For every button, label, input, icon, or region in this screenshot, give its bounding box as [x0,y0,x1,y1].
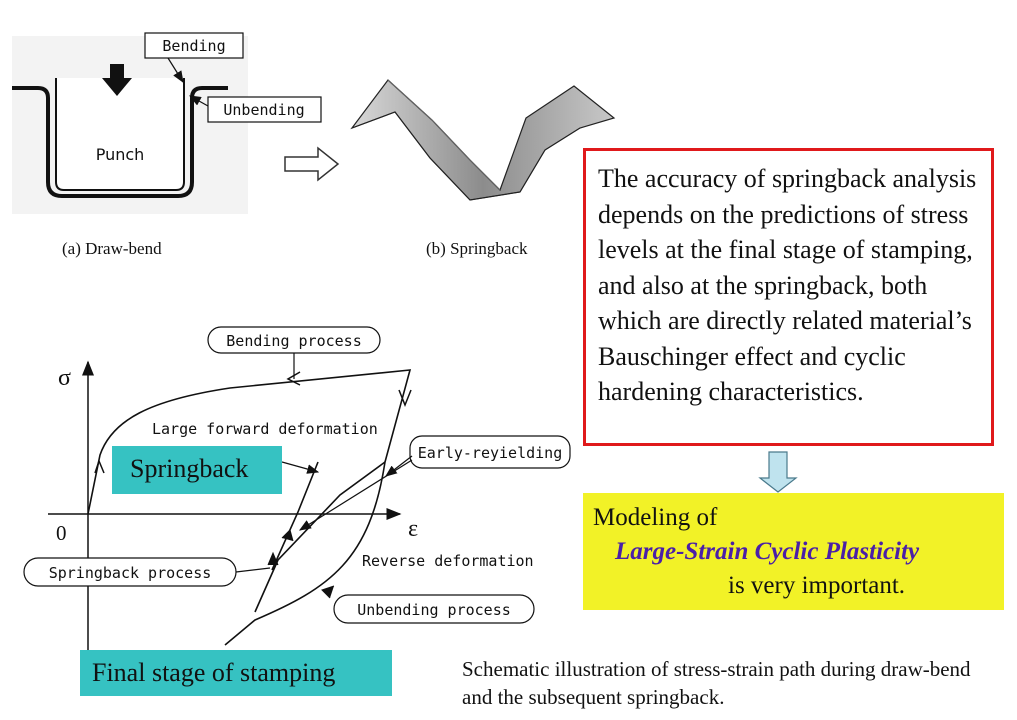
early-reyielding-callout [409,435,571,469]
punch-arrow-stem [110,64,124,80]
springback-highlight-arrow [281,461,320,474]
springback-process-leader [235,567,271,573]
unbending-callout-box [207,96,322,123]
springback-accuracy-note: The accuracy of springback analysis depe… [583,148,994,446]
early-reyielding-label: Early-reyielding [418,444,563,462]
sheet-surface [350,79,616,201]
springback-sheet: (b) Springback [350,79,616,258]
epsilon-axis-label: ε [408,516,418,542]
modeling-note-line-3: is very important. [728,572,906,599]
bending-callout-arrow [167,57,184,84]
early-reyielding-arrow [385,455,413,477]
reverse-deformation-label: Reverse deformation [362,552,534,570]
modeling-note-line-2: Large-Strain Cyclic Plasticity [615,538,920,565]
path-arrow-5-icon [267,551,279,566]
sheet-ridge [387,79,501,191]
path-arrow-4-icon [281,529,294,542]
modeling-note-line-1: Modeling of [593,504,718,531]
caption-springback: (b) Springback [426,239,528,258]
down-arrow-icon [758,451,798,493]
modeling-note: Modeling of Large-Strain Cyclic Plastici… [583,493,1004,610]
unbending-callout-arrow [188,95,209,107]
path-arrow-6-icon [321,585,335,599]
die-profile [12,86,228,198]
unbending-process-label: Unbending process [357,601,511,619]
punch-body [55,78,185,191]
figure-caption: Schematic illustration of stress-strain … [462,657,971,709]
bending-process-label: Bending process [226,332,361,350]
bending-callout-box [144,32,244,59]
final-stage-highlight-box: Final stage of stamping [80,650,392,696]
large-forward-label: Large forward deformation [152,420,378,438]
unbending-process-callout [333,594,535,624]
early-reyielding-arrow-2 [298,459,413,531]
springback-highlight-box: Springback [112,446,282,494]
punch-label: Punch [96,145,145,164]
stress-strain-diagram: σ ε 0 Bending process Large forward defo… [23,326,571,655]
path-arrow-2-icon [398,389,412,408]
caption-draw-bend: (a) Draw-bend [62,239,162,258]
bending-callout-label: Bending [162,37,225,55]
punch-direction-arrow-icon [102,78,132,96]
unbending-callout-label: Unbending [223,101,304,119]
sheet-edge [351,111,581,201]
path-arrow-1-icon [286,371,301,386]
transition-arrow-icon [284,146,340,182]
path-arrow-3-icon [94,458,105,474]
sigma-axis-label: σ [58,365,71,391]
draw-bend-diagram: Punch Bending Unbending (a) Draw-bend [12,32,322,258]
springback-process-label: Springback process [49,564,212,582]
springback-branch [271,461,319,571]
origin-label: 0 [56,521,67,545]
